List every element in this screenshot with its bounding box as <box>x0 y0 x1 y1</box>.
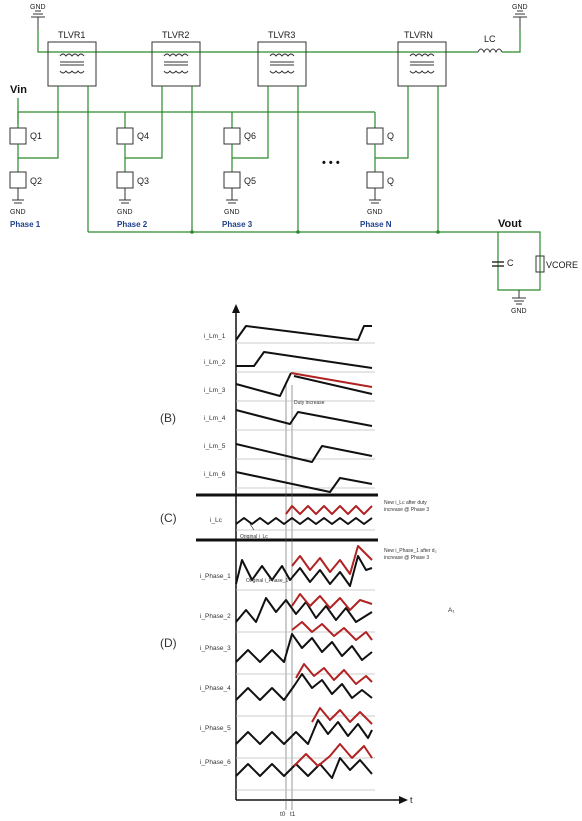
phase1-label: Phase 1 <box>10 220 41 229</box>
label-i-lm-2: i_Lm_2 <box>204 359 226 366</box>
circuit-schematic: GND GND LC TLVR1 TLVR <box>9 4 578 315</box>
vcore-label: VCORE <box>546 260 578 270</box>
wave-i-phase-1 <box>235 555 373 587</box>
wave-i-lm-5 <box>235 443 373 463</box>
t1-label: t1 <box>290 811 296 818</box>
label-i-phase-2: i_Phase_2 <box>200 613 231 620</box>
new-phase-note-line1: New i_Phase_1 after d₂ <box>384 548 437 554</box>
wave-i-lm-1 <box>235 325 372 341</box>
wave-i-phase-6 <box>235 757 373 779</box>
section-d-label: (D) <box>160 636 177 650</box>
lc-inductor <box>477 48 503 54</box>
vin-label: Vin <box>10 84 27 96</box>
phase3-label: Phase 3 <box>222 220 253 229</box>
wave-i-lc <box>235 517 373 525</box>
gnd-symbol-output <box>512 290 526 305</box>
wave-i-lm-3 <box>235 372 292 397</box>
label-i-lm-5: i_Lm_5 <box>204 443 226 450</box>
q3-label: Q3 <box>137 176 149 186</box>
t0-label: t0 <box>280 811 286 818</box>
stray-mark: A₁ <box>448 607 455 614</box>
tlvr1-label: TLVR1 <box>58 30 85 40</box>
wave-i-phase-5-modified <box>311 707 373 725</box>
q2-label: Q2 <box>30 176 42 186</box>
wave-i-phase-4-modified <box>295 663 373 685</box>
wave-i-phase-3 <box>235 633 373 663</box>
phase2-label: Phase 2 <box>117 220 148 229</box>
phase-leg-2 <box>116 86 193 232</box>
qn-bottom-label: Q <box>387 176 394 186</box>
label-i-phase-5: i_Phase_5 <box>200 725 231 732</box>
section-c-label: (C) <box>160 511 177 525</box>
q6-label: Q6 <box>244 131 256 141</box>
label-i-lm-6: i_Lm_6 <box>204 471 226 478</box>
wave-i-phase-1-modified <box>291 545 373 575</box>
label-i-phase-1: i_Phase_1 <box>200 573 231 580</box>
transformer-tlvrn <box>397 41 447 87</box>
gnd-phase3: GND <box>224 209 240 216</box>
wave-i-phase-2-modified <box>291 593 373 611</box>
original-lc-note: Original i_Lc <box>240 534 268 540</box>
tlvr2-label: TLVR2 <box>162 30 189 40</box>
wave-i-lc-modified <box>285 505 373 515</box>
transformer-tlvr1 <box>47 41 97 87</box>
wave-i-phase-6-modified <box>293 743 373 767</box>
lc-label: LC <box>484 34 496 44</box>
timing-diagram: t t0 t1 (B) (C) (D) i_Lm_1 i_Lm_2 i_Lm_3… <box>160 304 455 818</box>
wave-i-phase-4 <box>235 673 373 701</box>
new-lc-note-line2: increase @ Phase 3 <box>384 507 429 513</box>
new-phase-note-line2: increase @ Phase 3 <box>384 555 429 561</box>
original-phase-note: Original i_Phase_1 <box>246 578 288 584</box>
ellipsis-dots: • • • <box>322 157 340 169</box>
label-i-lm-1: i_Lm_1 <box>204 333 226 340</box>
label-i-phase-6: i_Phase_6 <box>200 759 231 766</box>
wave-i-lm-3-original <box>293 375 373 395</box>
gnd-label-top-right: GND <box>512 4 528 11</box>
vcore-load <box>535 255 545 273</box>
wave-i-phase-3-modified <box>291 621 373 641</box>
tlvr3-label: TLVR3 <box>268 30 295 40</box>
wave-i-lm-4 <box>235 409 373 427</box>
duty-increase-note: Duty increase <box>294 400 325 406</box>
tlvrn-label: TLVRN <box>404 30 433 40</box>
phase-leg-1 <box>9 86 89 232</box>
phasen-label: Phase N <box>360 220 392 229</box>
q4-label: Q4 <box>137 131 149 141</box>
transformer-tlvr3 <box>257 41 307 87</box>
label-i-lm-4: i_Lm_4 <box>204 415 226 422</box>
label-i-lc: i_Lc <box>210 517 223 524</box>
vout-label: Vout <box>498 218 522 230</box>
phase-leg-n <box>366 86 439 232</box>
gnd-phase1: GND <box>10 209 26 216</box>
gnd-phase2: GND <box>117 209 133 216</box>
wave-i-phase-2 <box>235 597 373 623</box>
label-i-phase-3: i_Phase_3 <box>200 645 231 652</box>
label-i-phase-4: i_Phase_4 <box>200 685 231 692</box>
gnd-symbol-top-left <box>31 10 45 30</box>
cap-label: C <box>507 258 514 268</box>
output-capacitor <box>492 261 504 267</box>
phase-leg-3 <box>223 86 299 232</box>
wave-i-lm-6 <box>235 471 373 493</box>
qn-top-label: Q <box>387 131 394 141</box>
wave-i-lm-3-modified <box>290 372 373 388</box>
new-lc-note-line1: New i_Lc after duty <box>384 500 427 506</box>
transformer-tlvr2 <box>151 41 201 87</box>
label-i-lm-3: i_Lm_3 <box>204 387 226 394</box>
section-b-label: (B) <box>160 411 176 425</box>
gnd-phase-n: GND <box>367 209 383 216</box>
gnd-label-top-left: GND <box>30 4 46 11</box>
wave-i-lm-2 <box>236 351 373 369</box>
q1-label: Q1 <box>30 131 42 141</box>
t-axis-label: t <box>410 795 413 805</box>
gnd-symbol-top-right <box>513 10 527 30</box>
wave-i-phase-5 <box>235 719 373 745</box>
gnd-label-output: GND <box>511 308 527 315</box>
q5-label: Q5 <box>244 176 256 186</box>
